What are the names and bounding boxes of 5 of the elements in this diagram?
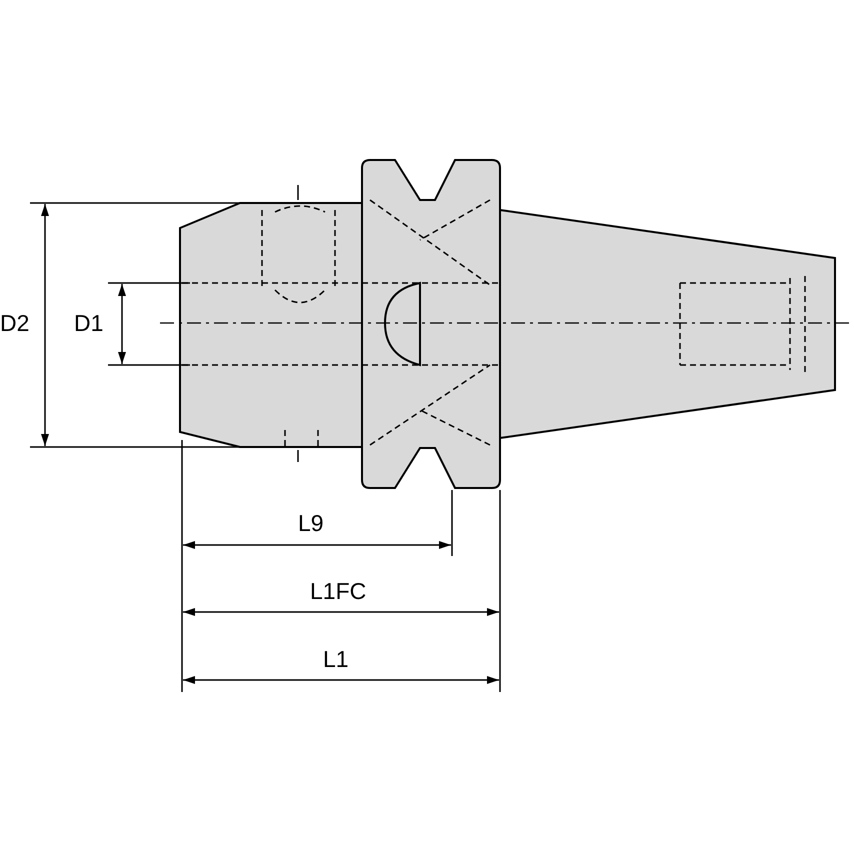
dimension-label: L1 bbox=[323, 648, 349, 671]
dimension-label: D1 bbox=[74, 312, 104, 335]
dimension-label: L1FC bbox=[310, 580, 366, 603]
dimension-label: D2 bbox=[0, 312, 30, 335]
dimension-label: L9 bbox=[298, 512, 324, 535]
